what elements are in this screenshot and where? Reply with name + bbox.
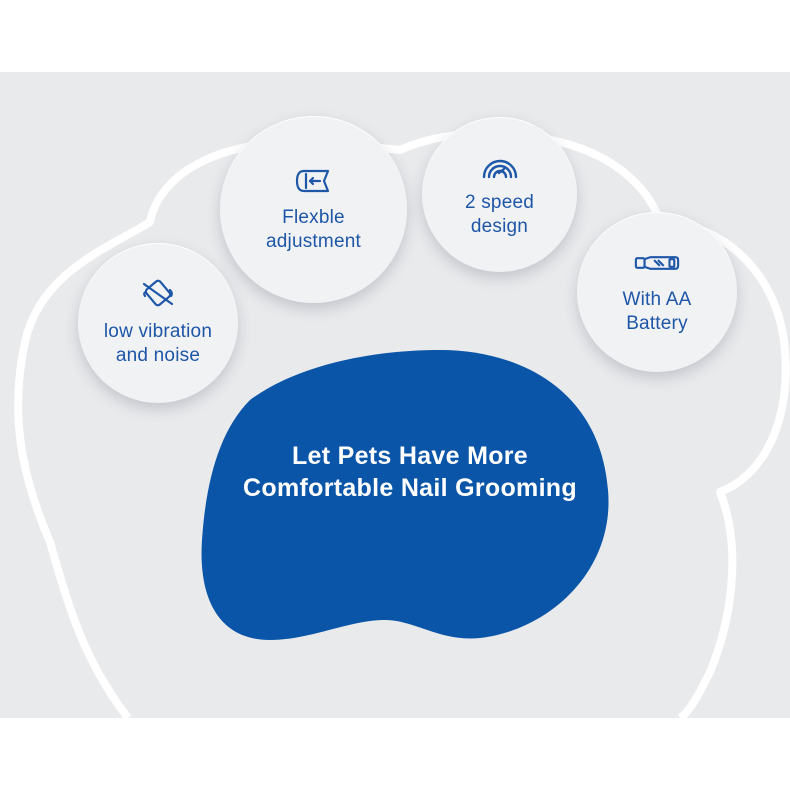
adjustment-icon [295, 169, 329, 192]
paw-pad-blob [201, 350, 609, 640]
no-vibration-icon [142, 279, 174, 307]
feature-flexible-adjustment: Flexble adjustment [220, 116, 407, 303]
feature-label: Flexble adjustment [266, 206, 361, 252]
headline: Let Pets Have More Comfortable Nail Groo… [243, 442, 577, 502]
feature-label: low vibration and noise [103, 321, 213, 366]
battery-grinder-icon [634, 256, 680, 270]
speed-arcs-icon [482, 159, 517, 178]
paw-outline-shape [14, 129, 790, 718]
feature-label: 2 speed design [464, 191, 534, 237]
feature-aa-battery: With AA Battery [577, 212, 737, 372]
feature-label: With AA Battery [622, 289, 692, 334]
feature-low-vibration: low vibration and noise [78, 243, 238, 403]
feature-two-speed: 2 speed design [422, 117, 577, 272]
